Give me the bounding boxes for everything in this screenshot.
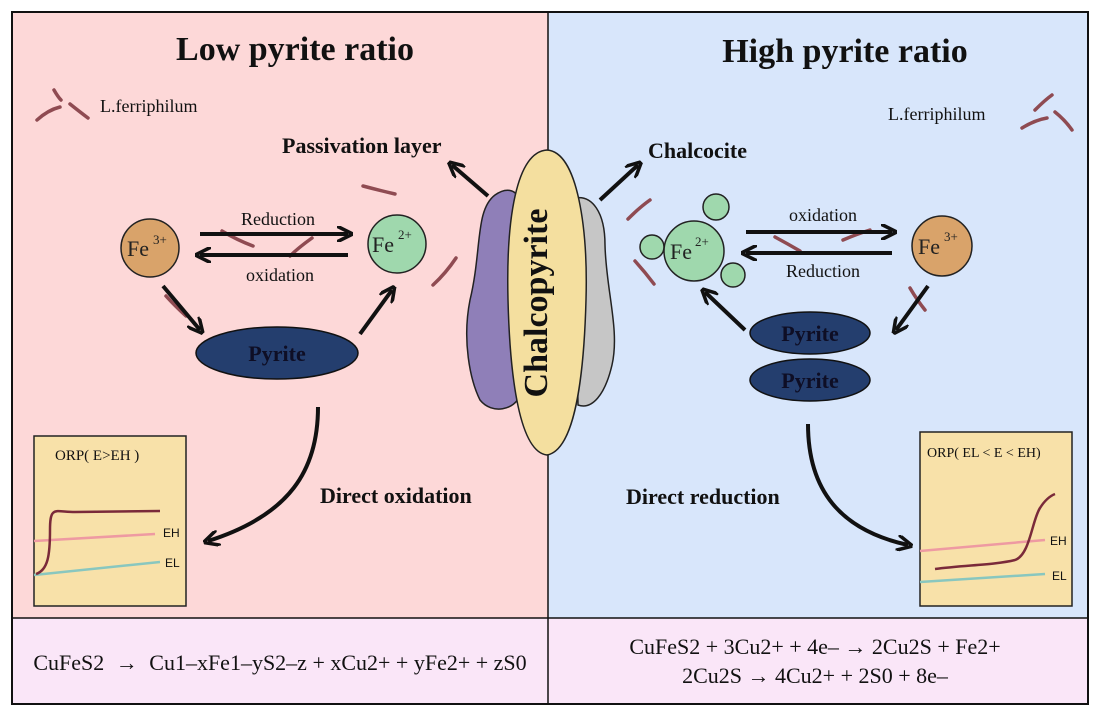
- fe2-ion-right-charge: 2+: [695, 234, 709, 249]
- fe3-ion-left-label: Fe: [127, 236, 149, 261]
- fe2-ion-left: [367, 214, 427, 274]
- eh-line-right: [919, 538, 1046, 553]
- right-reaction-equation-1: CuFeS2 + 3Cu2+ + 4e– → 2Cu2S + Fe2+: [629, 634, 1000, 659]
- orp-curve-left: [35, 509, 161, 576]
- left-formula-panel: [12, 618, 548, 704]
- left-reduction-label: Reduction: [241, 209, 315, 229]
- outer-frame: [11, 11, 1089, 705]
- bacteria-icon: [1020, 93, 1074, 132]
- el-line-right: [919, 572, 1046, 584]
- eh-label-right: EH: [1050, 534, 1067, 548]
- pyrite-to-fe2-arrow: [705, 292, 747, 332]
- pyrite-right-bottom-label: Pyrite: [781, 368, 839, 393]
- orp-chart-right-title: ORP( EL < E < EH): [927, 446, 1041, 461]
- chalcocite-label: Chalcocite: [648, 138, 747, 163]
- el-label-right: EL: [1052, 569, 1067, 583]
- fe2-ion-left-charge: 2+: [398, 227, 412, 242]
- pyrite-right-top-label: Pyrite: [781, 321, 839, 346]
- fe2-small-bubble: [702, 193, 730, 221]
- chalcopyrite-mineral: [507, 149, 587, 456]
- chalcocite-arrow: [598, 165, 638, 202]
- left-reaction-equation: CuFeS2 → Cu1–xFe1–yS2–z + xCu2+ + yFe2+ …: [33, 650, 526, 675]
- fe3-ion-right: [911, 215, 973, 277]
- fe2-ion-right: [663, 220, 725, 282]
- right-oxidation-label: oxidation: [789, 205, 857, 225]
- direct-reduction-label: Direct reduction: [626, 484, 780, 509]
- fe2-ion-left-label: Fe: [372, 232, 394, 257]
- orp-chart-left-title: ORP( E>EH ): [55, 448, 139, 464]
- orp-curve-right: [934, 492, 1056, 571]
- right-reduction-label: Reduction: [786, 261, 860, 281]
- pyrite-left: [195, 326, 359, 380]
- fe3-ion-right-label: Fe: [918, 234, 940, 259]
- fe3-ion-left-charge: 3+: [153, 232, 167, 247]
- fe2-small-bubble: [639, 234, 665, 260]
- fe3-ion-left: [120, 218, 180, 278]
- el-label-left: EL: [165, 556, 180, 570]
- passivation-layer-label: Passivation layer: [282, 133, 442, 158]
- right-title: High pyrite ratio: [722, 33, 968, 70]
- fe2-ion-right-label: Fe: [670, 239, 692, 264]
- chalcopyrite-label: Chalcopyrite: [518, 209, 555, 398]
- pyrite-right-bottom: [749, 358, 871, 402]
- right-reaction-equation-2: 2Cu2S → 4Cu2+ + 2S0 + 8e–: [682, 663, 949, 688]
- left-title: Low pyrite ratio: [176, 31, 414, 68]
- el-line-left: [33, 560, 161, 577]
- right-formula-panel: [548, 618, 1088, 704]
- pyrite-right-top: [749, 311, 871, 355]
- passivation-arrow: [452, 165, 490, 198]
- direct-reduction-arrow: [806, 423, 908, 545]
- fe3-ion-right-charge: 3+: [944, 229, 958, 244]
- bacteria-icon: [626, 198, 927, 312]
- fe3-to-pyrite-arrow: [896, 284, 930, 330]
- fe3-to-pyrite-arrow: [161, 284, 200, 330]
- eh-line-left: [33, 532, 156, 543]
- pyrite-to-fe2-arrow: [358, 290, 392, 336]
- pyrite-left-label: Pyrite: [248, 341, 306, 366]
- direct-oxidation-arrow: [208, 406, 320, 541]
- bacteria-icon: [35, 88, 90, 122]
- orp-chart-left: [33, 435, 187, 607]
- right-organism-label: L.ferriphilum: [888, 104, 985, 124]
- fe2-small-bubble: [720, 262, 746, 288]
- left-oxidation-label: oxidation: [246, 265, 314, 285]
- eh-label-left: EH: [163, 526, 180, 540]
- direct-oxidation-label: Direct oxidation: [320, 483, 472, 508]
- left-organism-label: L.ferriphilum: [100, 96, 197, 116]
